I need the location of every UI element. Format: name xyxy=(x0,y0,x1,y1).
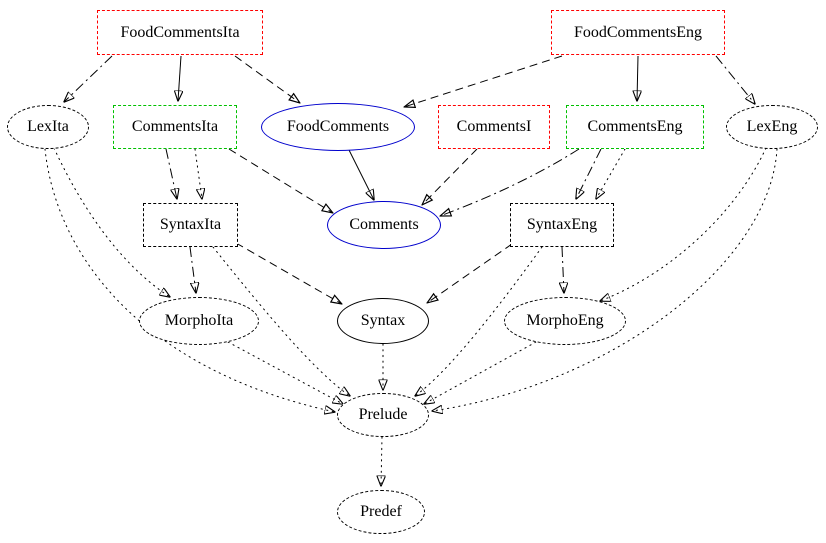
edge-commentsi-comments xyxy=(422,148,478,205)
node-foodcomments: FoodComments xyxy=(261,103,415,151)
node-syntaxita: SyntaxIta xyxy=(143,203,238,247)
node-lexita-label: LexIta xyxy=(27,118,69,135)
node-foodcommentseng-label: FoodCommentsEng xyxy=(573,23,702,41)
edge-lexeng-morphoeng xyxy=(600,147,767,301)
node-morphoeng-label: MorphoEng xyxy=(526,312,604,329)
edge-foodcommentsita-commentsita xyxy=(178,55,181,101)
node-lexita: LexIta xyxy=(7,105,89,149)
node-syntaxeng: SyntaxEng xyxy=(510,203,614,247)
edge-foodcommentseng-lexeng xyxy=(715,55,755,104)
edge-lexita-prelude xyxy=(44,148,335,412)
edge-foodcommentseng-commentseng xyxy=(637,55,638,101)
node-commentseng-label: CommentsEng xyxy=(587,118,683,135)
node-predef-label: Predef xyxy=(360,503,402,520)
node-syntaxeng-label: SyntaxEng xyxy=(526,216,598,233)
node-comments: Comments xyxy=(327,201,441,249)
node-foodcommentsita: FoodCommentsIta xyxy=(97,10,263,55)
node-foodcommentsita-label: FoodCommentsIta xyxy=(120,23,240,41)
edge-commentseng-comments xyxy=(440,148,580,216)
node-morphoeng: MorphoEng xyxy=(504,297,626,345)
node-commentsita: CommentsIta xyxy=(113,105,237,149)
edge-syntaxita-syntax xyxy=(235,242,342,304)
node-commentsi: CommentsI xyxy=(438,105,550,149)
edge-foodcomments-comments xyxy=(348,149,374,200)
edge-foodcommentseng-foodcomments xyxy=(404,55,563,107)
node-lexeng-label: LexEng xyxy=(746,118,798,135)
edge-commentseng-syntaxeng xyxy=(576,148,602,199)
edge-syntaxeng-prelude xyxy=(415,246,543,396)
edge-morphoita-prelude xyxy=(227,341,343,404)
node-commentseng: CommentsEng xyxy=(566,105,704,149)
node-foodcomments-label: FoodComments xyxy=(286,118,390,135)
node-syntaxita-label: SyntaxIta xyxy=(159,216,222,233)
edge-commentsita-syntaxita-2 xyxy=(194,148,202,199)
node-morphoita-label: MorphoIta xyxy=(164,312,234,329)
node-commentsita-label: CommentsIta xyxy=(131,118,219,135)
edge-morphoeng-prelude xyxy=(424,341,537,404)
node-commentsi-label: CommentsI xyxy=(456,118,532,135)
edge-foodcommentsita-lexita xyxy=(64,55,113,102)
node-morphoita: MorphoIta xyxy=(139,297,259,345)
node-syntax-label: Syntax xyxy=(360,312,406,329)
edge-foodcommentsita-foodcomments xyxy=(234,55,300,103)
edge-prelude-predef xyxy=(381,436,382,486)
edge-commentsita-comments xyxy=(228,148,333,213)
edge-syntaxita-morphoita xyxy=(189,246,196,293)
node-lexeng: LexEng xyxy=(726,105,818,149)
edge-commentsita-syntaxita xyxy=(165,148,177,199)
edge-commentseng-syntaxeng-2 xyxy=(596,148,626,199)
edge-lexeng-prelude xyxy=(432,148,778,411)
node-syntax: Syntax xyxy=(337,298,429,344)
node-prelude-label: Prelude xyxy=(358,406,408,423)
node-prelude: Prelude xyxy=(337,393,429,437)
node-predef: Predef xyxy=(337,490,425,534)
edge-lexita-morphoita xyxy=(53,147,170,297)
edge-syntaxeng-syntax xyxy=(427,243,513,303)
node-comments-label: Comments xyxy=(349,216,419,233)
node-foodcommentseng: FoodCommentsEng xyxy=(551,10,725,55)
edge-syntaxeng-morphoeng xyxy=(562,246,564,293)
